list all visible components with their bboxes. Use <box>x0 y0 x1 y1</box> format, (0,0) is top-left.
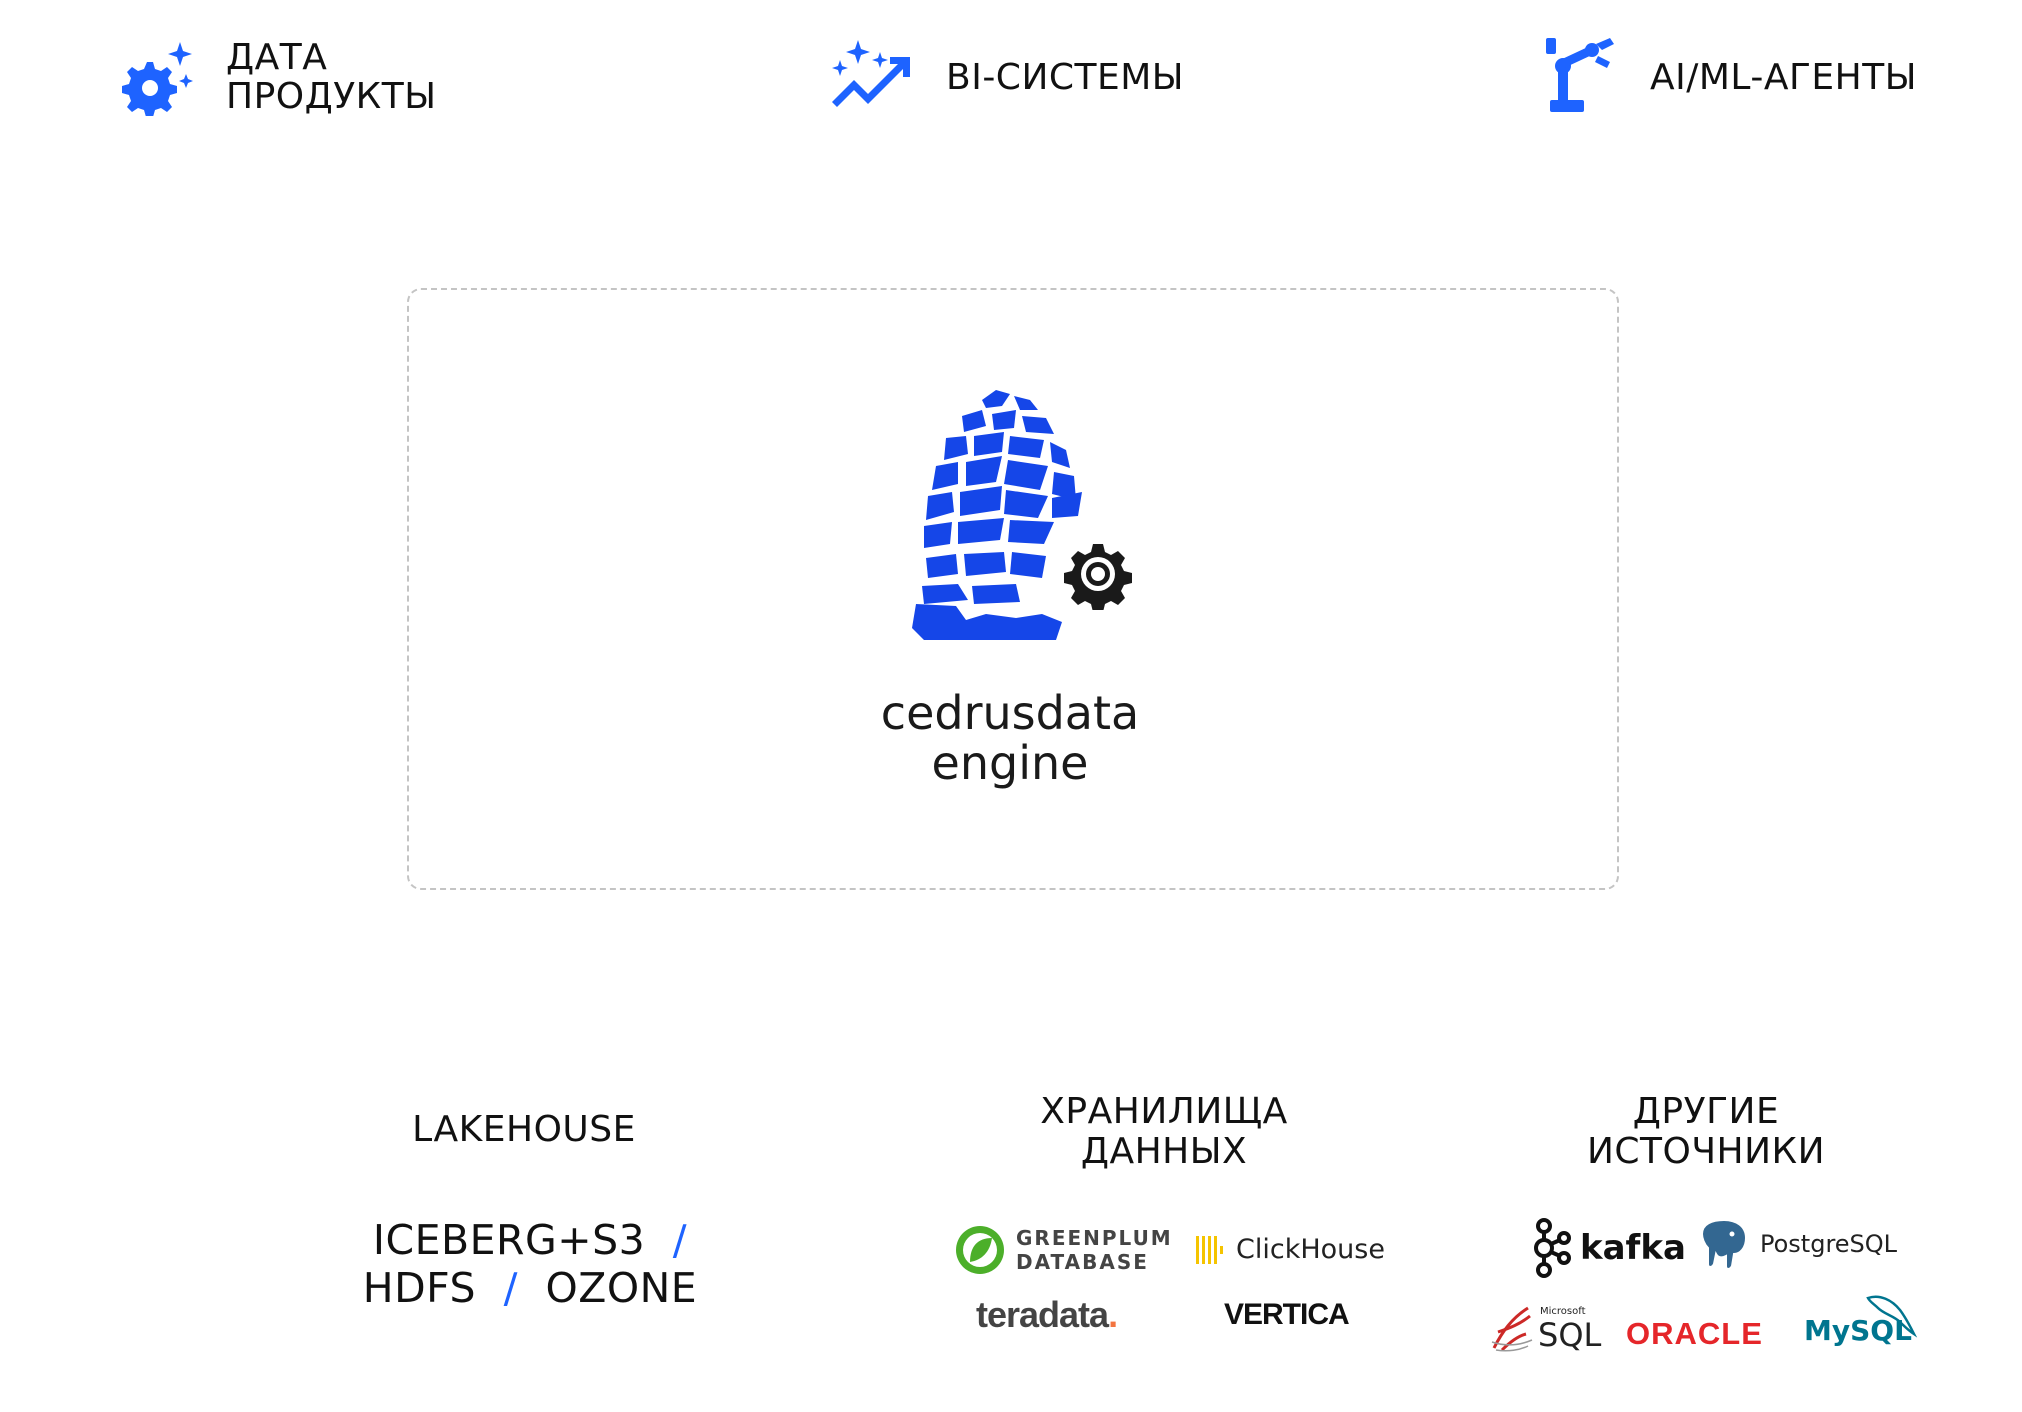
teradata-logo: teradata. <box>976 1294 1118 1336</box>
engine-name-line2: engine <box>931 736 1089 790</box>
postgresql-icon <box>1700 1218 1748 1270</box>
kafka-label: kafka <box>1580 1228 1686 1268</box>
clickhouse-label: ClickHouse <box>1236 1234 1385 1265</box>
separator: / <box>672 1216 688 1264</box>
engine-name-line1: cedrusdata <box>880 686 1140 740</box>
mssql-logo: Microsoft SQL <box>1488 1298 1606 1358</box>
data-products-label: ДАТА ПРОДУКТЫ <box>226 37 437 117</box>
vertica-logo: VERTICA <box>1224 1298 1350 1331</box>
greenplum-line1: GREENPLUM <box>1016 1226 1173 1250</box>
ai-agents-label: AI/ML-АГЕНТЫ <box>1650 57 1917 98</box>
bi-systems-label: BI-СИСТЕМЫ <box>946 57 1185 98</box>
engine-logo <box>880 378 1140 678</box>
mssql-small-label: Microsoft <box>1540 1306 1586 1317</box>
lakehouse-line1: ICEBERG+S3 / <box>320 1216 740 1264</box>
kafka-logo: kafka <box>1532 1216 1686 1280</box>
mssql-icon <box>1491 1306 1533 1352</box>
lakehouse-line2: HDFS / OZONE <box>320 1264 740 1312</box>
engine-name: cedrusdata engine <box>780 688 1240 788</box>
mysql-text: MySQL <box>1804 1314 1912 1347</box>
ai-agents-item: AI/ML-АГЕНТЫ <box>1544 38 1984 118</box>
mysql-label: MySQL <box>1804 1314 1912 1347</box>
lakehouse-formats: ICEBERG+S3 / HDFS / OZONE <box>320 1216 740 1312</box>
pine-cone-icon <box>912 390 1082 640</box>
greenplum-line2: DATABASE <box>1016 1250 1149 1274</box>
kafka-icon <box>1534 1218 1571 1278</box>
warehouses-title: ХРАНИЛИЩА ДАННЫХ <box>1040 1091 1288 1172</box>
other-sources-title: ДРУГИЕ ИСТОЧНИКИ <box>1586 1091 1826 1172</box>
engine-frame <box>407 288 1619 890</box>
separator: / <box>503 1264 518 1312</box>
teradata-dot: . <box>1108 1294 1118 1335</box>
lakehouse-item-hdfs: HDFS <box>362 1264 477 1312</box>
gear-sparkle-icon <box>122 42 193 116</box>
data-products-item: ДАТА ПРОДУКТЫ <box>114 38 474 118</box>
mysql-dolphin-icon <box>1866 1295 1918 1338</box>
gear-icon <box>1063 539 1133 610</box>
postgresql-text: PostgreSQL <box>1760 1230 1898 1258</box>
clickhouse-logo: ClickHouse <box>1196 1230 1396 1270</box>
chart-sparkle-icon <box>832 40 910 107</box>
oracle-logo: ORACLE <box>1626 1316 1763 1351</box>
lakehouse-title: LAKEHOUSE <box>412 1109 636 1150</box>
robot-arm-icon <box>1546 38 1614 112</box>
greenplum-logo: GREENPLUM DATABASE <box>954 1222 1174 1278</box>
bi-systems-item: BI-СИСТЕМЫ <box>828 38 1228 118</box>
teradata-label: teradata <box>976 1294 1109 1335</box>
clickhouse-icon <box>1196 1236 1223 1264</box>
mssql-label: SQL <box>1538 1316 1602 1354</box>
lakehouse-item-iceberg: ICEBERG+S3 <box>372 1216 646 1264</box>
postgresql-label: PostgreSQL <box>1760 1230 1897 1258</box>
greenplum-icon <box>956 1226 1004 1274</box>
mysql-logo: MySQL <box>1804 1292 1920 1356</box>
postgresql-logo: PostgreSQL <box>1700 1218 1920 1274</box>
lakehouse-item-ozone: OZONE <box>545 1264 698 1312</box>
